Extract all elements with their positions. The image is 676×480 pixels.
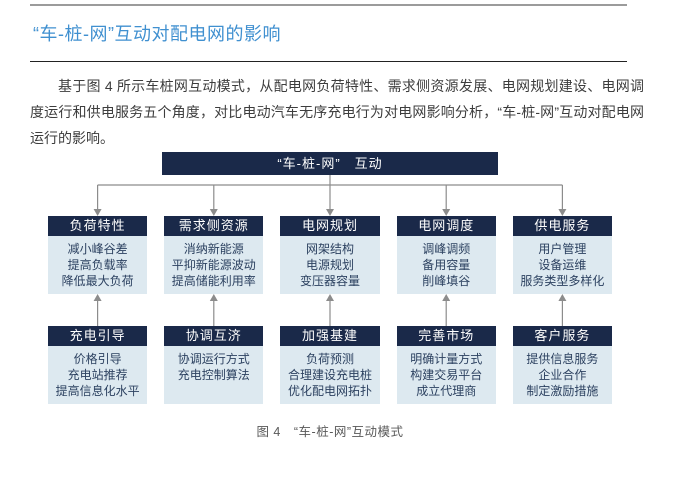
node-item: 合理建设充电桩 (288, 368, 373, 382)
node-item: 变压器容量 (300, 274, 361, 288)
down-arrows-connector (93, 175, 567, 216)
node-item: 充电控制算法 (177, 368, 250, 382)
node-item: 负荷预测 (306, 352, 355, 366)
node-grid-planning: 电网规划 网架结构 电源规划 变压器容量 (280, 216, 380, 294)
node-item: 提高信息化水平 (55, 384, 140, 398)
node-header: 需求侧资源 (164, 216, 264, 236)
node-improve-market: 完善市场 明确计量方式 构建交易平台 成立代理商 (396, 326, 496, 404)
node-header: 加强基建 (280, 326, 380, 346)
node-load-characteristics: 负荷特性 减小峰谷差 提高负载率 降低最大负荷 (48, 216, 148, 294)
node-header: 协调互济 (164, 326, 264, 346)
node-header: 电网调度 (396, 216, 496, 236)
node-item: 成立代理商 (416, 384, 477, 398)
node-item: 设备运维 (538, 258, 587, 272)
node-charging-guidance: 充电引导 价格引导 充电站推荐 提高信息化水平 (48, 326, 148, 404)
node-item: 减小峰谷差 (67, 242, 128, 256)
intro-paragraph: 基于图 4 所示车桩网互动模式，从配电网负荷特性、需求侧资源发展、电网规划建设、… (30, 78, 644, 146)
node-item: 服务类型多样化 (520, 274, 605, 288)
node-item: 充电站推荐 (67, 368, 128, 382)
node-item: 提供信息服务 (526, 352, 599, 366)
node-item: 降低最大负荷 (61, 274, 134, 288)
node-item: 用户管理 (538, 242, 587, 256)
node-body: 消纳新能源 平抑新能源波动 提高储能利用率 (164, 236, 264, 294)
node-header: 客户服务 (512, 326, 613, 346)
node-item: 企业合作 (538, 368, 587, 382)
node-body: 协调运行方式 充电控制算法 (164, 346, 264, 404)
node-demand-side-resources: 需求侧资源 消纳新能源 平抑新能源波动 提高储能利用率 (164, 216, 264, 294)
node-strengthen-infrastructure: 加强基建 负荷预测 合理建设充电桩 优化配电网拓扑 (280, 326, 380, 404)
node-header: 电网规划 (280, 216, 380, 236)
node-item: 削峰填谷 (422, 274, 471, 288)
benefit-row: 负荷特性 减小峰谷差 提高负载率 降低最大负荷 需求侧资源 消纳新能源 平抑新能… (48, 216, 613, 294)
node-item: 消纳新能源 (183, 242, 244, 256)
node-item: 网架结构 (306, 242, 355, 256)
node-item: 协调运行方式 (177, 352, 250, 366)
node-header: 负荷特性 (48, 216, 148, 236)
node-coordinated-mutual-aid: 协调互济 协调运行方式 充电控制算法 (164, 326, 264, 404)
node-grid-dispatch: 电网调度 调峰调频 备用容量 削峰填谷 (396, 216, 496, 294)
node-item: 优化配电网拓扑 (288, 384, 373, 398)
node-body: 调峰调频 备用容量 削峰填谷 (396, 236, 496, 294)
node-header: 充电引导 (48, 326, 148, 346)
node-header: 供电服务 (512, 216, 613, 236)
node-item: 备用容量 (422, 258, 471, 272)
root-node: “车-桩-网” 互动 (162, 152, 498, 175)
node-item: 电源规划 (306, 258, 355, 272)
node-body: 负荷预测 合理建设充电桩 优化配电网拓扑 (280, 346, 380, 404)
node-item: 价格引导 (73, 352, 122, 366)
node-power-supply-service: 供电服务 用户管理 设备运维 服务类型多样化 (512, 216, 613, 294)
figure-caption: 图 4 “车-桩-网”互动模式 (256, 425, 404, 439)
top-divider (30, 4, 627, 6)
node-item: 构建交易平台 (410, 368, 483, 382)
node-item: 明确计量方式 (410, 352, 483, 366)
node-item: 提高负载率 (67, 258, 128, 272)
node-body: 用户管理 设备运维 服务类型多样化 (512, 236, 613, 294)
node-body: 价格引导 充电站推荐 提高信息化水平 (48, 346, 148, 404)
node-item: 制定激励措施 (526, 384, 599, 398)
node-customer-service: 客户服务 提供信息服务 企业合作 制定激励措施 (512, 326, 613, 404)
up-arrows-connector (93, 294, 567, 326)
node-header: 完善市场 (396, 326, 496, 346)
page-title: “车-桩-网”互动对配电网的影响 (33, 24, 281, 44)
node-item: 平抑新能源波动 (171, 258, 256, 272)
node-item: 调峰调频 (422, 242, 471, 256)
node-body: 提供信息服务 企业合作 制定激励措施 (512, 346, 613, 404)
measure-row: 充电引导 价格引导 充电站推荐 提高信息化水平 协调互济 协调运行方式 充电控制… (48, 326, 613, 404)
node-body: 明确计量方式 构建交易平台 成立代理商 (396, 346, 496, 404)
node-body: 减小峰谷差 提高负载率 降低最大负荷 (48, 236, 148, 294)
node-item: 提高储能利用率 (171, 274, 256, 288)
title-divider (30, 61, 627, 62)
figure-diagram: “车-桩-网” 互动 负荷特性 减小峰谷差 提高负载率 降低最大负荷 (48, 152, 613, 440)
node-body: 网架结构 电源规划 变压器容量 (280, 236, 380, 294)
